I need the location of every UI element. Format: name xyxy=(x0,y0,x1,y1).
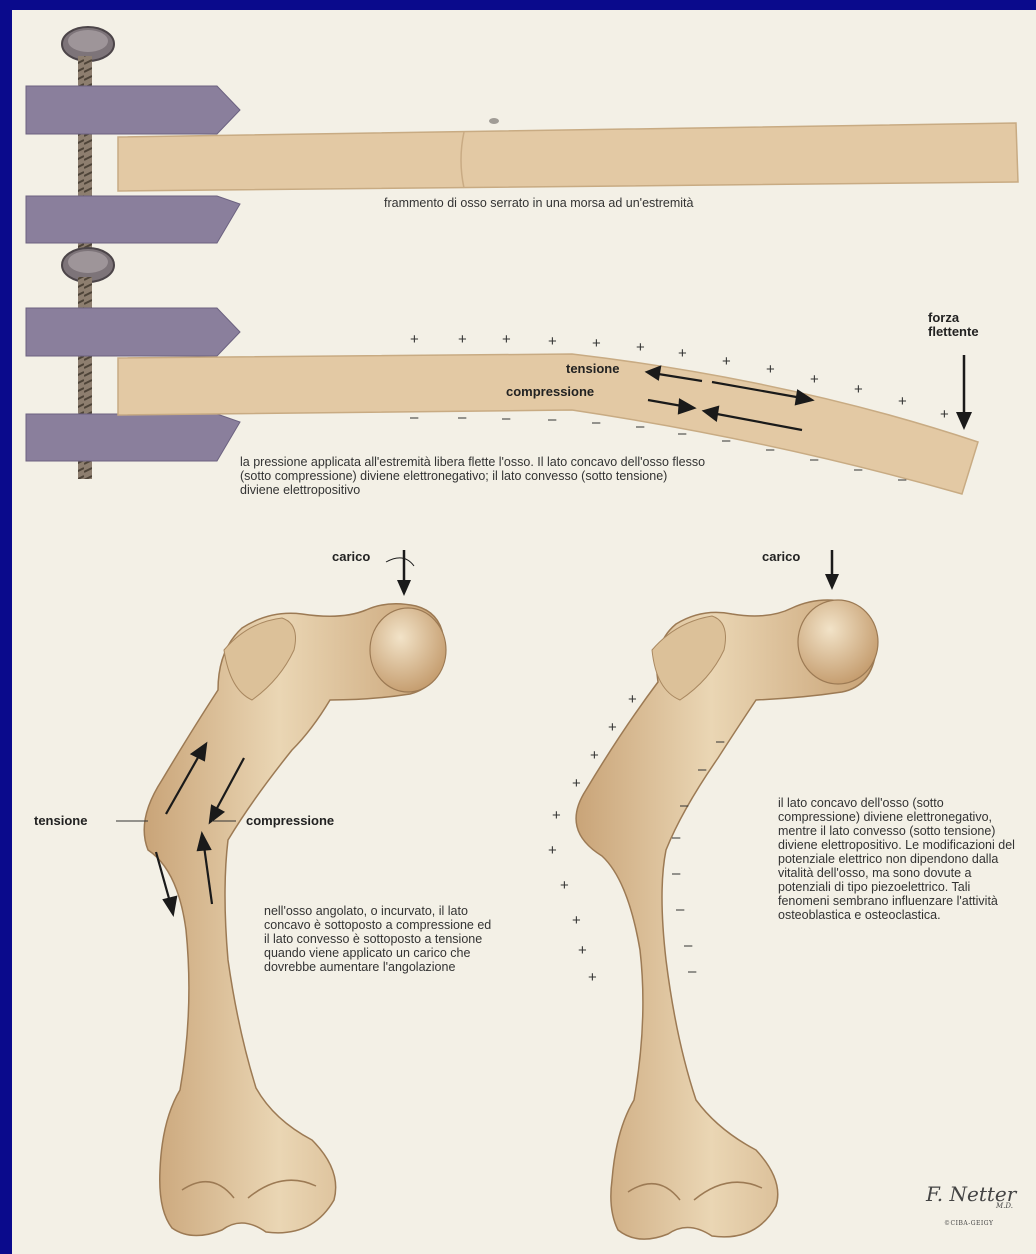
artist-signature: F. Netter M.D. ©CIBA-GEIGY xyxy=(926,1182,1026,1206)
minus-charge-marker: – xyxy=(672,865,681,882)
straight-bone-fragment xyxy=(118,123,1018,191)
femur-left-tension-label: tensione xyxy=(34,814,87,828)
femur-left-load-arrow xyxy=(386,550,414,596)
femur-left-load-label: carico xyxy=(332,550,370,564)
plus-charge-marker: + xyxy=(628,691,637,708)
plus-charge-marker: + xyxy=(548,842,557,859)
plus-charge-marker: + xyxy=(636,339,645,356)
femur-right-caption: il lato concavo dell'osso (sotto compres… xyxy=(778,796,1018,922)
plus-charge-marker: + xyxy=(548,333,557,350)
plus-charge-marker: + xyxy=(502,331,511,348)
plus-charge-marker: + xyxy=(940,406,949,423)
plus-charge-marker: + xyxy=(810,371,819,388)
minus-charge-marker: – xyxy=(680,797,689,814)
minus-charge-marker: – xyxy=(592,414,601,431)
femur-right-load-arrow xyxy=(825,550,839,590)
panel1-caption: frammento di osso serrato in una morsa a… xyxy=(384,196,904,210)
minus-charge-marker: – xyxy=(676,901,685,918)
minus-charge-marker: – xyxy=(684,937,693,954)
minus-charge-marker: – xyxy=(854,461,863,478)
minus-charge-marker: – xyxy=(672,829,681,846)
plus-charge-marker: + xyxy=(588,969,597,986)
minus-charge-marker: – xyxy=(722,432,731,449)
plus-charge-marker: + xyxy=(592,335,601,352)
minus-charge-marker: – xyxy=(458,409,467,426)
bending-force-label: forza flettente xyxy=(928,311,1008,339)
tension-label-bar: tensione xyxy=(566,362,619,376)
minus-charge-marker: – xyxy=(410,409,419,426)
plus-charge-marker: + xyxy=(766,361,775,378)
minus-charge-marker: – xyxy=(548,411,557,428)
plus-charge-marker: + xyxy=(578,942,587,959)
plus-charge-marker: + xyxy=(572,912,581,929)
plus-charge-marker: + xyxy=(678,345,687,362)
minus-charge-marker: – xyxy=(678,425,687,442)
plus-charge-marker: + xyxy=(898,393,907,410)
plus-charge-marker: + xyxy=(410,331,419,348)
panel2-caption: la pressione applicata all'estremità lib… xyxy=(240,455,710,497)
femur-left-compression-label: compressione xyxy=(246,814,334,828)
femur-left-caption: nell'osso angolato, o incurvato, il lato… xyxy=(264,904,496,974)
plus-charge-marker: + xyxy=(608,719,617,736)
bending-force-arrow xyxy=(956,355,972,430)
minus-charge-marker: – xyxy=(898,471,907,488)
minus-charge-marker: – xyxy=(688,963,697,980)
plus-charge-marker: + xyxy=(560,877,569,894)
minus-charge-marker: – xyxy=(698,761,707,778)
plus-charge-marker: + xyxy=(458,331,467,348)
minus-charge-marker: – xyxy=(766,441,775,458)
compression-label-bar: compressione xyxy=(506,385,594,399)
plus-charge-marker: + xyxy=(552,807,561,824)
signature-credit: ©CIBA-GEIGY xyxy=(944,1220,993,1227)
plus-charge-marker: + xyxy=(572,775,581,792)
minus-charge-marker: – xyxy=(810,451,819,468)
plus-charge-marker: + xyxy=(854,381,863,398)
minus-charge-marker: – xyxy=(716,733,725,750)
minus-charge-marker: – xyxy=(502,410,511,427)
plus-charge-marker: + xyxy=(590,747,599,764)
signature-suffix: M.D. xyxy=(996,1202,1013,1210)
femur-right-load-label: carico xyxy=(762,550,800,564)
minus-charge-marker: – xyxy=(636,418,645,435)
plus-charge-marker: + xyxy=(722,353,731,370)
illustration-plate: +++++++++++++–––––––––––– xyxy=(12,10,1036,1254)
